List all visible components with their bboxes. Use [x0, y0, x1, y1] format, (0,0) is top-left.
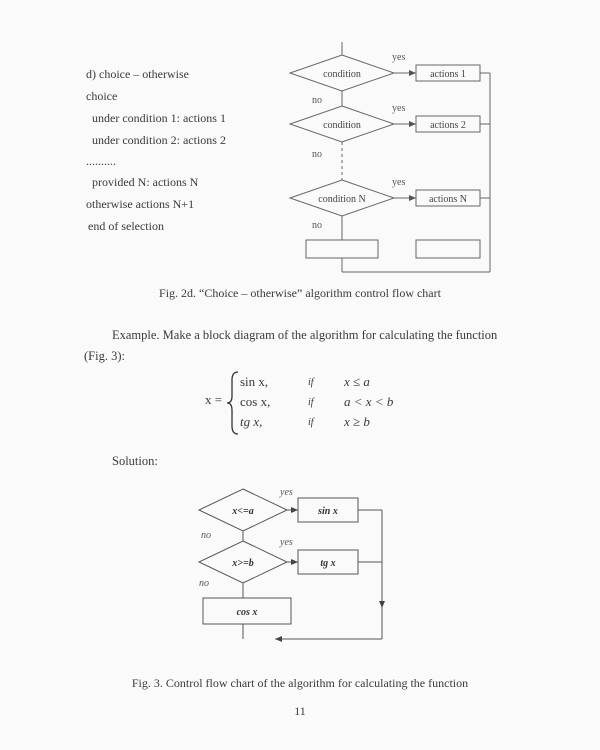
condition-2-label: condition: [323, 120, 361, 131]
formula-case-2-if: if: [308, 396, 314, 408]
pseudocode-line-6: provided N: actions N: [92, 175, 199, 189]
x-le-a-label: x<=a: [231, 506, 253, 517]
x-ge-b-label: x>=b: [231, 558, 253, 569]
actions-2-label: actions 2: [430, 120, 466, 131]
choice-otherwise-flowchart: condition actions 1 yes no condition act…: [288, 42, 491, 273]
formula-case-2-cond: a < x < b: [344, 394, 394, 409]
pseudocode-line-5: ..........: [86, 154, 116, 168]
tg-x-label: tg x: [320, 558, 335, 569]
formula-lhs: x =: [205, 392, 223, 407]
formula-cases: sin x, if x ≤ a cos x, if a < x < b tg x…: [240, 372, 393, 432]
actions-1-label: actions 1: [430, 69, 466, 80]
formula-case-3-cond: x ≥ b: [344, 414, 370, 429]
otherwise-actions-box: [305, 239, 379, 259]
formula-case-1-expr: sin x,: [240, 374, 269, 389]
formula-case-1-if: if: [308, 376, 314, 388]
solution-label: Solution:: [112, 454, 158, 468]
no-label-1: no: [312, 95, 322, 106]
pseudocode-line-2: choice: [86, 89, 118, 103]
no-label-b: no: [199, 578, 209, 589]
pseudocode-line-1: d) choice – otherwise: [86, 67, 189, 81]
pseudocode-line-4: under condition 2: actions 2: [92, 133, 226, 147]
yes-label-1: yes: [392, 52, 405, 63]
function-flowchart: x<=a sin x yes no x>=b tg x yes no cos x: [197, 487, 385, 642]
formula-brace: [226, 371, 239, 435]
formula-case-3-expr: tg x,: [240, 414, 263, 429]
sin-x-label: sin x: [317, 506, 338, 517]
pseudocode-line-7: otherwise actions N+1: [86, 197, 195, 211]
formula-case-2: cos x, if a < x < b: [240, 392, 393, 412]
cos-x-label: cos x: [237, 607, 258, 618]
example-text-line-1: Example. Make a block diagram of the alg…: [112, 328, 498, 342]
actions-n-label: actions N: [429, 194, 467, 205]
page-number: 11: [294, 704, 306, 718]
pseudocode-line-8: end of selection: [88, 219, 164, 233]
no-label-a: no: [201, 530, 211, 541]
example-text-line-2: (Fig. 3):: [84, 349, 125, 363]
pseudocode-line-3: under condition 1: actions 1: [92, 111, 226, 125]
no-label-2: no: [312, 149, 322, 160]
yes-label-a: yes: [279, 487, 293, 498]
condition-1-label: condition: [323, 69, 361, 80]
yes-label-2: yes: [392, 103, 405, 114]
formula-case-2-expr: cos x,: [240, 394, 271, 409]
fig-3-caption: Fig. 3. Control flow chart of the algori…: [131, 676, 469, 690]
empty-box-right: [415, 239, 481, 259]
yes-label-n: yes: [392, 177, 405, 188]
formula-case-1-cond: x ≤ a: [344, 374, 370, 389]
yes-label-b: yes: [279, 537, 293, 548]
condition-n-label: condition N: [318, 194, 366, 205]
fig-2d-caption: Fig. 2d. “Choice – otherwise” algorithm …: [159, 286, 441, 300]
cos-x-box: [202, 597, 292, 625]
no-label-n: no: [312, 220, 322, 231]
formula-case-1: sin x, if x ≤ a: [240, 372, 393, 392]
formula-case-3: tg x, if x ≥ b: [240, 412, 393, 432]
formula-case-3-if: if: [308, 416, 314, 428]
